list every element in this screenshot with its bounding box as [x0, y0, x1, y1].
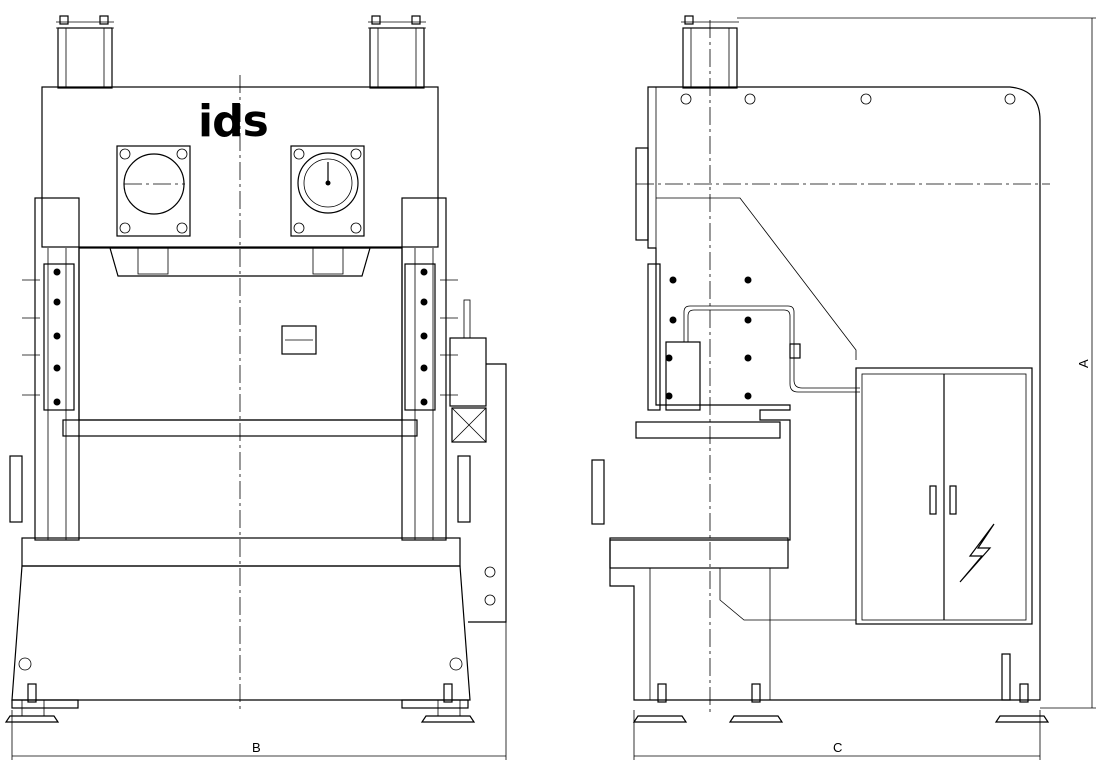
gauge-plate-left	[116, 145, 191, 237]
base	[11, 565, 471, 701]
front-view: ids	[4, 15, 507, 760]
slide-side	[647, 263, 752, 411]
svg-text:B: B	[252, 740, 261, 755]
top-cylinder-left	[56, 15, 114, 89]
dimension-c: C	[633, 710, 1041, 760]
gib-right	[404, 263, 436, 411]
electrical-cabinet	[855, 367, 1033, 625]
bed-side	[609, 537, 789, 569]
side-view: A C	[591, 15, 1096, 760]
foot-right	[420, 683, 476, 723]
pressure-gauge	[290, 145, 365, 237]
dimension-a: A	[737, 17, 1096, 709]
foot-side-right	[994, 653, 1050, 723]
foot-side-left	[632, 683, 688, 723]
slide	[78, 247, 403, 421]
control-panel-front	[449, 299, 507, 623]
svg-text:C: C	[833, 740, 842, 755]
dimension-b: B	[11, 622, 507, 760]
high-voltage-icon	[959, 523, 995, 583]
bed	[21, 537, 461, 567]
brand-logo: ids	[198, 96, 268, 147]
foot-side-mid	[728, 683, 784, 723]
top-cylinder-right	[368, 15, 426, 89]
gib-left	[43, 263, 75, 411]
foot-left	[4, 683, 60, 723]
svg-text:A: A	[1076, 359, 1091, 368]
bolster-side	[635, 421, 781, 439]
frame-side	[609, 86, 1041, 701]
nameplate	[281, 325, 317, 355]
